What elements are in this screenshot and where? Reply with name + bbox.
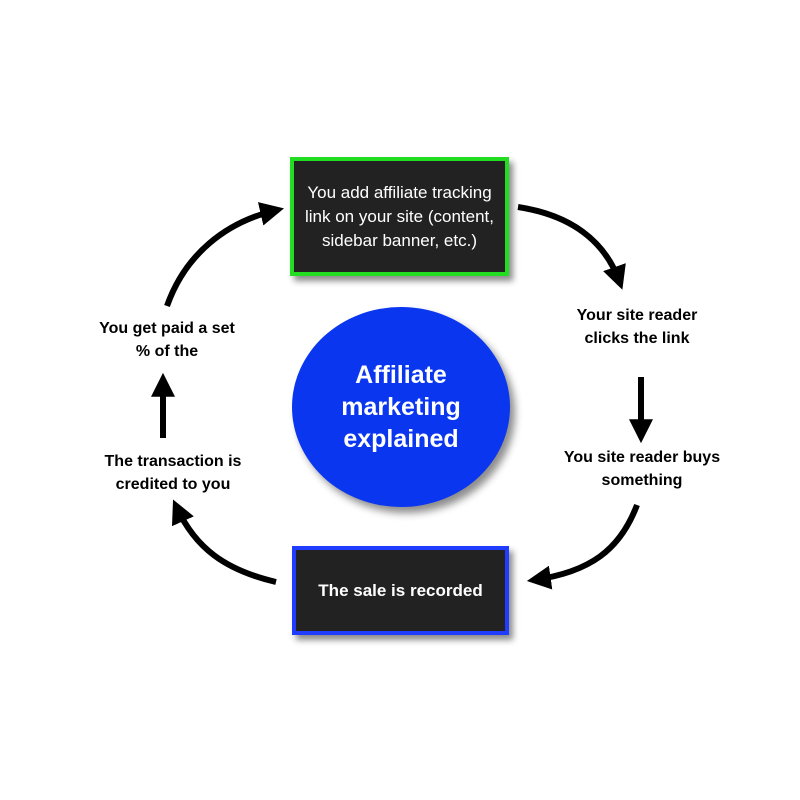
- step-add-affiliate-link-text: You add affiliate tracking link on your …: [305, 182, 494, 250]
- step-add-affiliate-link: You add affiliate tracking link on your …: [290, 157, 509, 276]
- step-sale-recorded: The sale is recorded: [292, 546, 509, 635]
- center-title-circle: Affiliate marketing explained: [292, 307, 510, 507]
- step-reader-buys: You site reader buys something: [563, 449, 721, 489]
- arrow-paid-to-add: [164, 202, 285, 307]
- step-sale-recorded-text: The sale is recorded: [318, 580, 483, 600]
- arrow-recorded-to-credited: [171, 499, 277, 585]
- arrow-add-to-clicks: [517, 204, 626, 290]
- center-title: Affiliate marketing explained: [341, 361, 461, 453]
- arrow-buys-to-recorded: [526, 503, 640, 590]
- step-get-paid: You get paid a set % of the: [99, 320, 235, 360]
- step-reader-clicks: Your site reader clicks the link: [576, 307, 698, 347]
- step-transaction-credited: The transaction is credited to you: [104, 453, 242, 493]
